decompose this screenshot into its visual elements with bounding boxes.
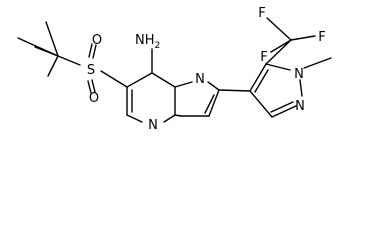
bond <box>218 89 251 92</box>
bond <box>126 72 153 88</box>
bond <box>88 43 93 58</box>
methyl-pyrazole-ring <box>249 57 332 118</box>
bond <box>207 81 220 91</box>
bond <box>299 79 303 97</box>
bond <box>174 114 182 117</box>
bond <box>271 105 297 118</box>
atom-oxygen-top: O <box>92 33 102 48</box>
atom-fluorine-3: F <box>260 50 267 65</box>
atom-n-pyrimidine: N <box>148 118 158 133</box>
bond <box>47 55 59 77</box>
bond <box>270 39 292 53</box>
molecule-drawing: S O O NH2 N N N N N F F F <box>17 6 332 133</box>
bond <box>204 94 215 114</box>
atom-oxygen-bottom: O <box>89 91 99 106</box>
bond <box>45 21 59 57</box>
bond <box>174 81 193 88</box>
bond <box>208 89 220 117</box>
tert-butyl-group <box>17 21 81 77</box>
amine-subscript: 2 <box>155 41 161 51</box>
atom-n-ring: N <box>295 99 305 114</box>
atom-amine: NH2 <box>135 33 160 51</box>
bond <box>249 63 267 92</box>
atom-n-methyl: N <box>294 67 304 82</box>
bond <box>265 39 292 65</box>
atom-fluorine-2: F <box>318 30 325 45</box>
atom-sulfur: S <box>87 63 95 78</box>
bond <box>57 55 81 66</box>
bond <box>265 63 291 71</box>
bond <box>100 70 128 88</box>
bond <box>266 17 292 41</box>
atom-n-pyrazole: N <box>220 85 230 100</box>
bond <box>270 101 294 113</box>
bond <box>163 114 176 123</box>
bond <box>17 37 59 57</box>
atom-n-bridge: N <box>195 72 205 87</box>
bond <box>254 69 269 93</box>
bond <box>249 90 273 118</box>
bond <box>92 44 97 59</box>
atom-fluorine-1: F <box>258 6 265 21</box>
pyrimidine-ring <box>126 48 176 123</box>
bond <box>303 57 332 69</box>
bond <box>87 80 92 94</box>
sulfonyl-group <box>87 43 128 94</box>
bond <box>290 35 316 41</box>
bond <box>151 72 176 88</box>
fused-pyrazole-ring <box>174 81 251 117</box>
trifluoromethyl-group <box>265 17 316 65</box>
amine-label: NH <box>135 33 155 48</box>
bond <box>126 114 143 123</box>
chemical-structure-diagram: S O O NH2 N N N N N F F F <box>17 6 332 133</box>
bond <box>91 79 96 93</box>
